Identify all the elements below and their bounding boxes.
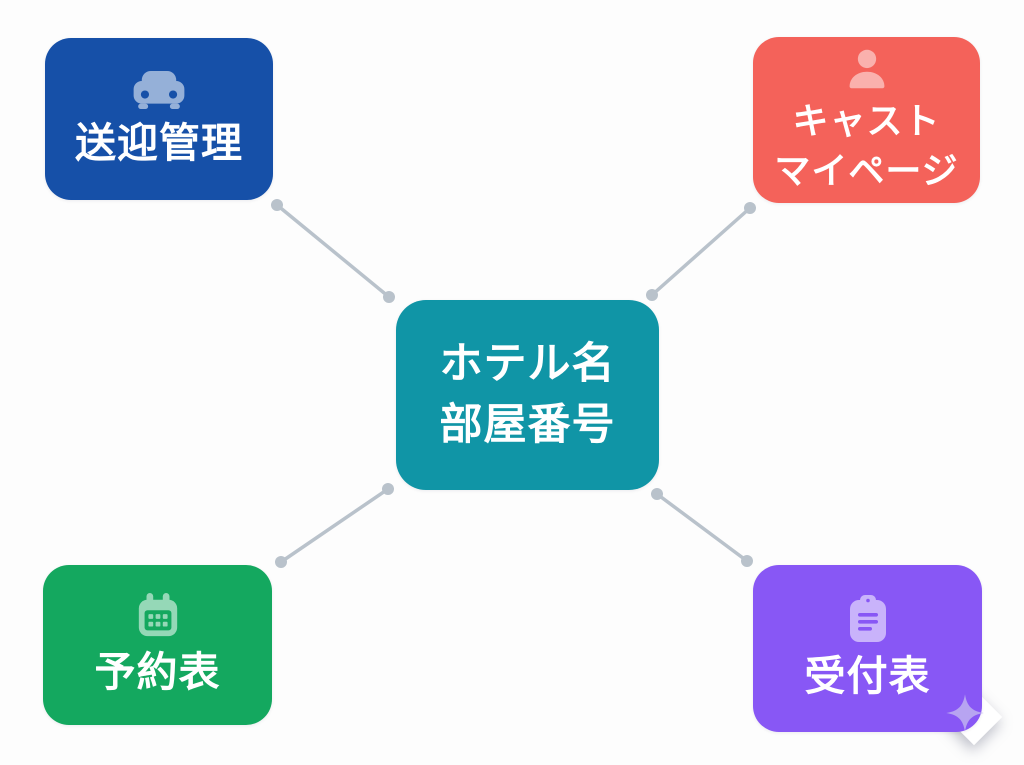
node-label: 受付表	[804, 653, 931, 700]
connector-dot	[651, 488, 663, 500]
node-label: 送迎管理	[75, 119, 243, 166]
connector-dot	[646, 289, 658, 301]
node-reception-table[interactable]: 受付表	[753, 565, 982, 732]
center-label-line2: 部屋番号	[439, 400, 616, 449]
node-reservation-table[interactable]: 予約表	[43, 565, 272, 725]
connector-reception-center	[651, 488, 753, 567]
node-label-line1: キャスト	[792, 100, 941, 141]
calendar-icon	[134, 591, 181, 640]
car-icon	[130, 69, 188, 111]
center-label-line1: ホテル名	[439, 339, 616, 388]
node-cast-mypage[interactable]: キャスト マイページ	[753, 37, 980, 203]
connector-reservation-center	[275, 483, 394, 568]
connector-cast-center	[646, 202, 756, 301]
connector-pickup-center	[271, 199, 395, 303]
connector-dot	[383, 291, 395, 303]
connector-dot	[271, 199, 283, 211]
node-pickup-management[interactable]: 送迎管理	[45, 38, 273, 200]
connector-dot	[744, 202, 756, 214]
person-icon	[849, 49, 884, 89]
connector-dot	[741, 555, 753, 567]
connector-dot	[382, 483, 394, 495]
node-label: 予約表	[94, 648, 221, 695]
clipboard-icon	[845, 594, 890, 645]
connector-dot	[275, 556, 287, 568]
node-label-line2: マイページ	[774, 150, 959, 191]
node-hotel-room-center[interactable]: ホテル名 部屋番号	[396, 300, 659, 490]
